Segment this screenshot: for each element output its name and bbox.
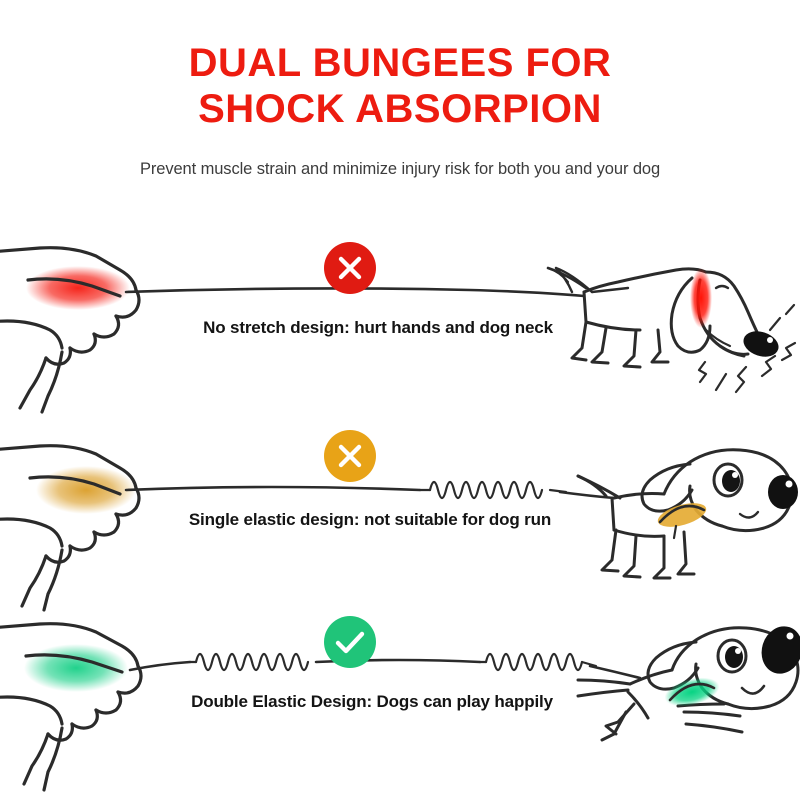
bungee-spring-first	[188, 652, 310, 672]
row-caption: No stretch design: hurt hands and dog ne…	[203, 318, 553, 337]
headline-line-2: SHOCK ABSORPION	[198, 87, 602, 131]
leash-line-left	[128, 660, 192, 672]
dog-illustration	[576, 448, 794, 580]
row-illustration-single-elastic	[0, 444, 798, 612]
dog-nose-highlight	[767, 337, 773, 343]
dog-nose-highlight	[785, 480, 793, 488]
hand-strain-glow	[36, 466, 136, 514]
dog-collar-outline	[668, 682, 716, 702]
bungee-spring-second	[478, 652, 598, 672]
page-title: DUAL BUNGEES FOR SHOCK ABSORPION	[0, 40, 800, 132]
page-subtitle: Prevent muscle strain and minimize injur…	[139, 160, 661, 178]
row-illustration-double-elastic	[0, 622, 800, 792]
row-caption: Single elastic design: not suitable for …	[188, 510, 552, 529]
dog-nose-highlight	[786, 632, 794, 640]
dog-eye-highlight	[732, 472, 738, 478]
bungee-spring	[418, 480, 568, 500]
hand-pain-glow	[26, 266, 130, 310]
leash-line-right	[588, 664, 642, 680]
row-illustration-no-stretch	[0, 246, 797, 414]
dog-collar-tag	[672, 524, 678, 540]
human-hand	[0, 622, 143, 792]
comparison-row-single-elastic: Single elastic design: not suitable for …	[0, 418, 800, 612]
status-badge-cross	[324, 242, 376, 294]
leash-line-left	[124, 485, 422, 492]
check-icon	[324, 616, 376, 668]
dog-eye-highlight	[735, 648, 741, 654]
cross-icon	[324, 430, 376, 482]
dog-collar	[657, 503, 707, 527]
headline-line-1: DUAL BUNGEES FOR	[188, 41, 612, 85]
distress-marks	[697, 303, 797, 394]
comparison-row-double-elastic: Double Elastic Design: Dogs can play hap…	[0, 600, 800, 792]
comparison-row-no-stretch: No stretch design: hurt hands and dog ne…	[0, 230, 800, 420]
dog-nose	[768, 475, 798, 509]
leash-line	[124, 287, 586, 298]
row-caption: Double Elastic Design: Dogs can play hap…	[191, 692, 553, 711]
status-badge-cross	[324, 430, 376, 482]
dog-collar-outline	[658, 504, 706, 524]
human-hand	[0, 246, 141, 414]
collar-strain-glow	[690, 268, 712, 328]
human-hand	[0, 444, 141, 612]
status-badge-check	[324, 616, 376, 668]
cross-icon	[324, 242, 376, 294]
leash-line-right	[558, 490, 616, 500]
